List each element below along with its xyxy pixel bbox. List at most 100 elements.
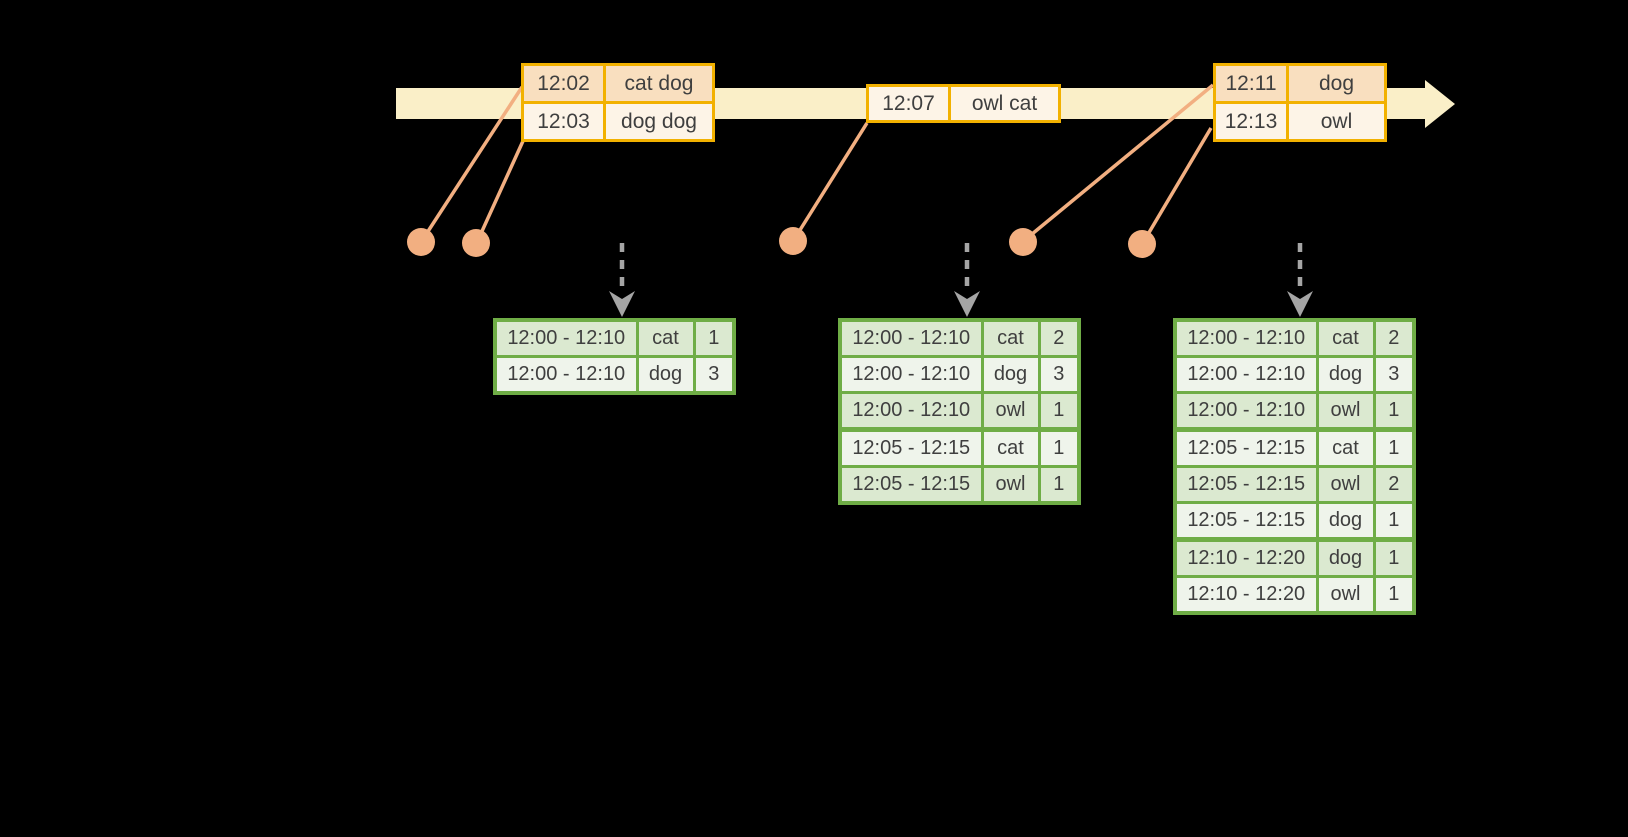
result-row: 12:00 - 12:10 cat 1 xyxy=(493,318,736,358)
result-window: 12:05 - 12:15 xyxy=(1173,501,1319,541)
result-row: 12:00 - 12:10 dog 3 xyxy=(493,355,736,395)
trigger-arrowhead-icon-1 xyxy=(609,291,635,317)
event-table-1: 12:02 cat dog 12:03 dog dog xyxy=(521,63,715,142)
result-window: 12:00 - 12:10 xyxy=(1173,318,1319,358)
connector-line-1203 xyxy=(476,140,525,241)
result-row: 12:05 - 12:15 cat 1 xyxy=(1173,427,1416,468)
result-window: 12:05 - 12:15 xyxy=(838,427,984,468)
result-window: 12:10 - 12:20 xyxy=(1173,537,1319,578)
result-window: 12:00 - 12:10 xyxy=(493,318,639,358)
event-dot-1202 xyxy=(407,228,435,256)
result-word: owl xyxy=(1315,391,1376,431)
result-count: 1 xyxy=(1372,501,1416,541)
event-time: 12:11 xyxy=(1213,63,1289,104)
event-words: owl cat xyxy=(948,84,1061,123)
event-dots xyxy=(407,227,1156,258)
result-word: owl xyxy=(980,391,1041,431)
result-count: 3 xyxy=(1037,355,1081,394)
result-word: dog xyxy=(980,355,1041,394)
result-word: dog xyxy=(1315,355,1376,394)
connector-line-1213 xyxy=(1142,127,1213,242)
result-word: cat xyxy=(980,318,1041,358)
result-word: owl xyxy=(1315,575,1376,615)
trigger-arrowhead-icon-3 xyxy=(1287,291,1313,317)
result-word: cat xyxy=(1315,318,1376,358)
result-table-2: 12:00 - 12:10 cat 2 12:00 - 12:10 dog 3 … xyxy=(838,318,1081,505)
event-time: 12:07 xyxy=(866,84,951,123)
result-row: 12:00 - 12:10 owl 1 xyxy=(838,391,1081,431)
trigger-arrowhead-icon-2 xyxy=(954,291,980,317)
result-table-1: 12:00 - 12:10 cat 1 12:00 - 12:10 dog 3 xyxy=(493,318,736,395)
result-count: 2 xyxy=(1372,318,1416,358)
event-row: 12:13 owl xyxy=(1213,101,1387,142)
result-word: owl xyxy=(1315,465,1376,504)
result-window: 12:05 - 12:15 xyxy=(1173,427,1319,468)
timeline-arrowhead-icon xyxy=(1425,80,1455,128)
event-words: dog xyxy=(1286,63,1387,104)
result-row: 12:05 - 12:15 owl 1 xyxy=(838,465,1081,505)
event-words: owl xyxy=(1286,101,1387,142)
connector-line-1202 xyxy=(421,86,524,240)
result-window: 12:00 - 12:10 xyxy=(1173,391,1319,431)
result-row: 12:10 - 12:20 owl 1 xyxy=(1173,575,1416,615)
result-count: 1 xyxy=(1372,391,1416,431)
result-count: 1 xyxy=(1372,537,1416,578)
connector-line-1211 xyxy=(1024,83,1215,241)
result-count: 1 xyxy=(1372,427,1416,468)
result-count: 2 xyxy=(1037,318,1081,358)
result-word: cat xyxy=(980,427,1041,468)
trigger-arrow-shafts xyxy=(619,243,1303,294)
event-row: 12:02 cat dog xyxy=(521,63,715,104)
result-window: 12:05 - 12:15 xyxy=(838,465,984,505)
event-dot-1207 xyxy=(779,227,807,255)
result-row: 12:05 - 12:15 cat 1 xyxy=(838,427,1081,468)
result-row: 12:00 - 12:10 cat 2 xyxy=(838,318,1081,358)
result-window: 12:00 - 12:10 xyxy=(838,355,984,394)
result-row: 12:05 - 12:15 owl 2 xyxy=(1173,465,1416,504)
result-count: 3 xyxy=(692,355,736,395)
result-window: 12:00 - 12:10 xyxy=(838,318,984,358)
result-row: 12:00 - 12:10 cat 2 xyxy=(1173,318,1416,358)
result-word: dog xyxy=(635,355,696,395)
event-words: dog dog xyxy=(603,101,715,142)
result-word: dog xyxy=(1315,537,1376,578)
result-table-3: 12:00 - 12:10 cat 2 12:00 - 12:10 dog 3 … xyxy=(1173,318,1416,615)
event-connector-lines xyxy=(421,83,1215,242)
event-words: cat dog xyxy=(603,63,715,104)
event-dot-1203 xyxy=(462,229,490,257)
result-window: 12:10 - 12:20 xyxy=(1173,575,1319,615)
event-dot-1213 xyxy=(1128,230,1156,258)
result-word: cat xyxy=(635,318,696,358)
event-time: 12:03 xyxy=(521,101,606,142)
result-window: 12:00 - 12:10 xyxy=(493,355,639,395)
result-word: owl xyxy=(980,465,1041,505)
result-row: 12:05 - 12:15 dog 1 xyxy=(1173,501,1416,541)
result-count: 3 xyxy=(1372,355,1416,394)
result-row: 12:00 - 12:10 owl 1 xyxy=(1173,391,1416,431)
result-count: 1 xyxy=(1372,575,1416,615)
trigger-arrow-heads xyxy=(609,291,1313,317)
event-dot-1211 xyxy=(1009,228,1037,256)
event-time: 12:13 xyxy=(1213,101,1289,142)
result-count: 1 xyxy=(1037,427,1081,468)
result-count: 1 xyxy=(1037,465,1081,505)
event-table-2: 12:07 owl cat xyxy=(866,84,1061,123)
event-table-3: 12:11 dog 12:13 owl xyxy=(1213,63,1387,142)
result-count: 1 xyxy=(1037,391,1081,431)
event-time: 12:02 xyxy=(521,63,606,104)
event-row: 12:03 dog dog xyxy=(521,101,715,142)
result-count: 2 xyxy=(1372,465,1416,504)
result-word: dog xyxy=(1315,501,1376,541)
result-count: 1 xyxy=(692,318,736,358)
connector-line-1207 xyxy=(793,122,869,239)
result-row: 12:00 - 12:10 dog 3 xyxy=(1173,355,1416,394)
result-word: cat xyxy=(1315,427,1376,468)
event-row: 12:11 dog xyxy=(1213,63,1387,104)
event-row: 12:07 owl cat xyxy=(866,84,1061,123)
result-window: 12:00 - 12:10 xyxy=(1173,355,1319,394)
result-row: 12:00 - 12:10 dog 3 xyxy=(838,355,1081,394)
result-window: 12:05 - 12:15 xyxy=(1173,465,1319,504)
result-row: 12:10 - 12:20 dog 1 xyxy=(1173,537,1416,578)
